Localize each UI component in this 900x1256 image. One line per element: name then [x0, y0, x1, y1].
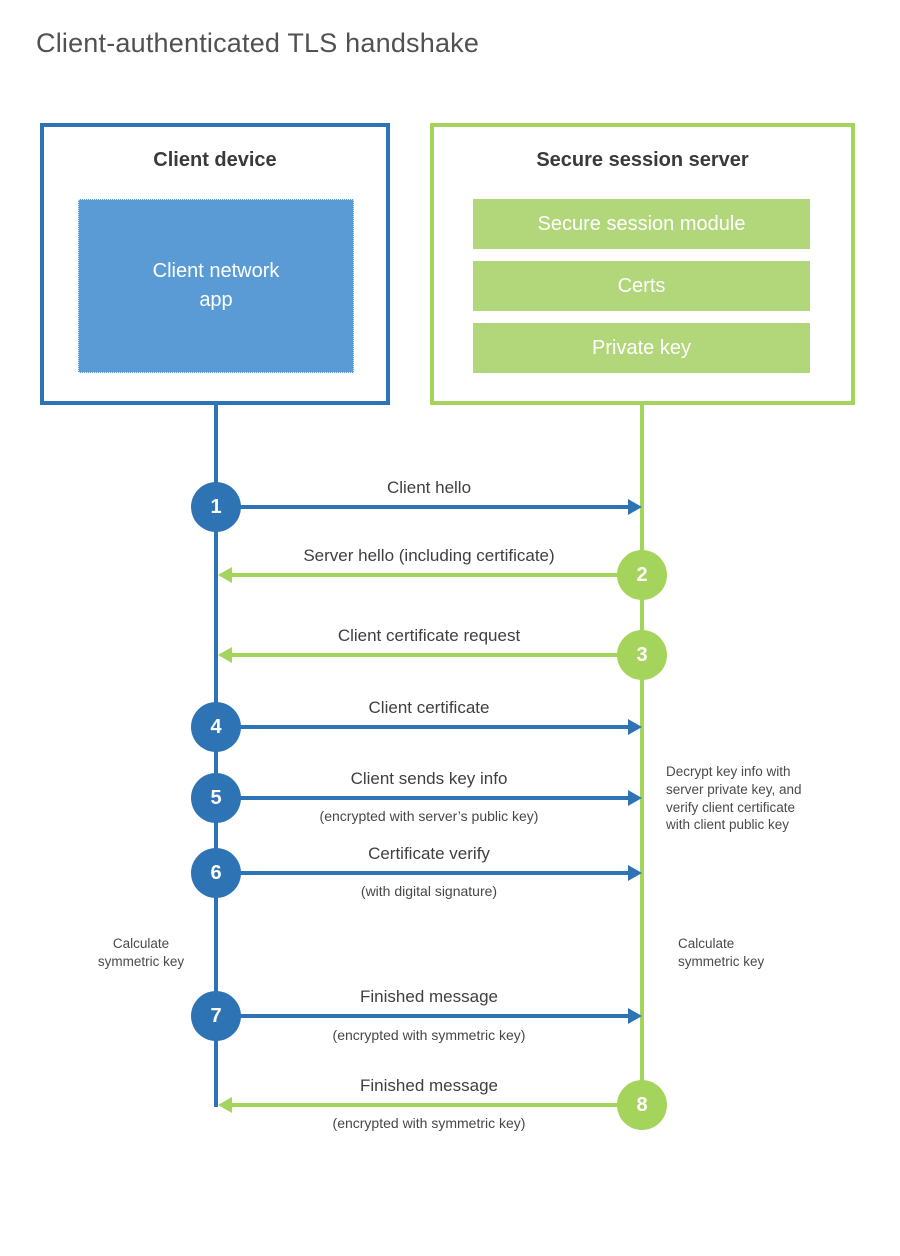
step-8-number: 8	[636, 1093, 648, 1116]
step-3-label: Client certificate request	[337, 626, 521, 645]
module-bar-private-key: Private key	[473, 323, 810, 373]
step-7-arrow-line	[217, 1014, 629, 1018]
note-calculate-symmetric-key-server: Calculate symmetric key	[678, 936, 765, 969]
step-5-label: Client sends key info	[350, 769, 508, 788]
step-6-sublabel: (with digital signature)	[360, 883, 498, 899]
note-calculate-symmetric-key-client: Calculate symmetric key	[97, 936, 185, 969]
step-6-label: Certificate verify	[368, 844, 490, 863]
arrow-right-icon	[628, 499, 642, 515]
step-5-circle: 5	[191, 773, 241, 823]
arrow-right-icon	[628, 719, 642, 735]
step-2-arrow-line	[230, 573, 642, 577]
arrow-left-icon	[218, 647, 232, 663]
step-5-arrow-line	[217, 796, 629, 800]
module-bar-certs: Certs	[473, 261, 810, 311]
step-3-number: 3	[636, 643, 648, 666]
page-title: Client-authenticated TLS handshake	[36, 28, 480, 58]
step-2-number: 2	[636, 563, 648, 586]
step-2-circle: 2	[617, 550, 667, 600]
step-5-sublabel: (encrypted with server’s public key)	[319, 808, 539, 824]
step-4-circle: 4	[191, 702, 241, 752]
step-7-label: Finished message	[360, 987, 498, 1006]
step-4-arrow-line	[217, 725, 629, 729]
server-lifeline	[640, 405, 644, 1105]
step-4-number: 4	[210, 715, 222, 738]
step-8-label: Finished message	[360, 1076, 498, 1095]
step-6-arrow-line	[217, 871, 629, 875]
step-5-number: 5	[210, 786, 222, 809]
step-7-number: 7	[210, 1004, 222, 1027]
step-3-circle: 3	[617, 630, 667, 680]
client-network-app-box: Client network app	[78, 199, 354, 373]
server-title: Secure session server	[536, 149, 749, 171]
step-8-sublabel: (encrypted with symmetric key)	[332, 1115, 526, 1131]
module-bar-secure-session-module: Secure session module	[473, 199, 810, 249]
step-2-label: Server hello (including certificate)	[303, 546, 555, 565]
step-1-circle: 1	[191, 482, 241, 532]
step-7-sublabel: (encrypted with symmetric key)	[332, 1027, 526, 1043]
step-6-number: 6	[210, 861, 222, 884]
arrow-left-icon	[218, 1097, 232, 1113]
step-1-number: 1	[210, 495, 222, 518]
arrow-right-icon	[628, 790, 642, 806]
client-lifeline	[214, 405, 218, 1107]
step-8-circle: 8	[617, 1080, 667, 1130]
step-8-arrow-line	[230, 1103, 642, 1107]
step-1-arrow-line	[217, 505, 629, 509]
step-4-label: Client certificate	[368, 698, 490, 717]
arrow-right-icon	[628, 1008, 642, 1024]
step-6-circle: 6	[191, 848, 241, 898]
client-device-title: Client device	[153, 149, 277, 171]
step-3-arrow-line	[230, 653, 642, 657]
step-1-label: Client hello	[386, 478, 472, 497]
arrow-left-icon	[218, 567, 232, 583]
step-7-circle: 7	[191, 991, 241, 1041]
arrow-right-icon	[628, 865, 642, 881]
note-decrypt-key-info: Decrypt key info with server private key…	[666, 764, 802, 833]
